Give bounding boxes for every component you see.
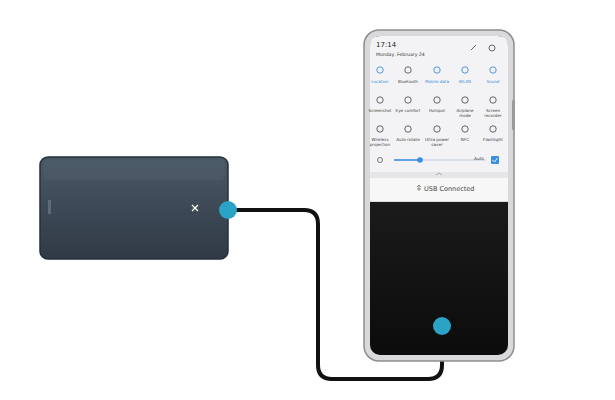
toggle-icon [434, 126, 440, 132]
toggle-icon [434, 67, 440, 73]
status-date: Monday, February 24 [376, 52, 446, 57]
toggle-icon [462, 126, 468, 132]
toggle-icon [490, 126, 496, 132]
toggle-icon [462, 67, 468, 73]
port-marker [219, 201, 237, 219]
toggle-label: Auto-rotate [395, 138, 422, 143]
toggle-icon [377, 97, 383, 103]
toggle-icon [405, 97, 411, 103]
power-bank [40, 157, 228, 259]
usb-status: USB Connected [424, 186, 484, 193]
toggle-label: Airplane mode [452, 109, 479, 118]
toggle-label: Flashlight [480, 138, 507, 143]
toggle-icon [405, 126, 411, 132]
toggle-label: NFC [452, 138, 479, 143]
toggle-label: Ultra power saver [424, 138, 451, 147]
toggle-label: Mobile data [424, 80, 451, 85]
toggle-label: Eye comfort [395, 109, 422, 114]
toggle-label: Bluetooth [395, 80, 422, 85]
toggle-label: Wireless projection [367, 138, 394, 147]
brightness-auto: Auto [474, 157, 490, 162]
toggle-icon [377, 67, 383, 73]
toggle-label: Hotspot [424, 109, 451, 114]
toggle-icon [462, 97, 468, 103]
toggle-icon [405, 67, 411, 73]
toggle-label: WLAN [452, 80, 479, 85]
toggle-icon [377, 126, 383, 132]
toggle-icon [434, 97, 440, 103]
status-time: 17:14 [376, 42, 406, 50]
toggle-icon [490, 67, 496, 73]
toggle-label: Sound [480, 80, 507, 85]
toggle-label: Screenshot [367, 109, 394, 114]
toggle-icon [490, 97, 496, 103]
phone [364, 30, 515, 361]
toggle-label: Location [367, 80, 394, 85]
toggle-label: Screen recorder [480, 109, 507, 118]
port-marker [433, 317, 451, 335]
